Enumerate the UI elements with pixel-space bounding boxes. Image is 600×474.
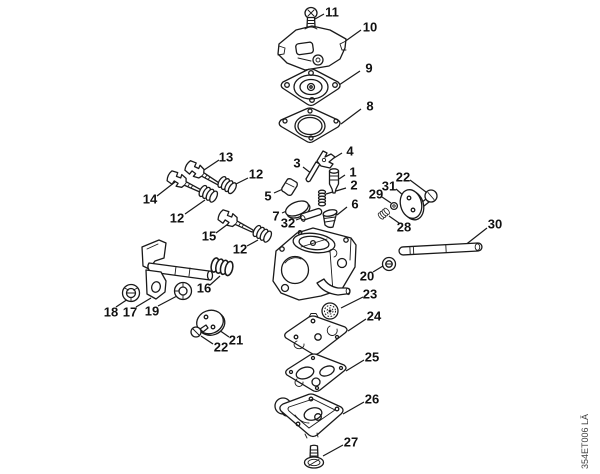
bracket-17	[145, 269, 167, 300]
leader-line-17	[135, 297, 152, 308]
part-label-29: 29	[368, 186, 384, 202]
part-label-22: 22	[213, 339, 229, 355]
pump-plate-24	[284, 313, 348, 356]
throttle-lever-assembly	[141, 239, 214, 281]
inlet-screen-23	[321, 302, 339, 320]
leader-line-9	[338, 70, 361, 86]
lever-pin-4	[316, 150, 336, 169]
part-label-5: 5	[264, 188, 272, 204]
part-label-30: 30	[487, 216, 503, 232]
part-label-18: 18	[103, 304, 119, 320]
leader-line-6	[336, 206, 348, 216]
part-label-2: 2	[350, 177, 358, 193]
ring-20	[381, 256, 397, 272]
leader-line-23	[340, 296, 364, 309]
leader-line-20	[372, 265, 384, 273]
part-label-25: 25	[364, 349, 380, 365]
part-label-12: 12	[169, 210, 185, 226]
part-label-15: 15	[201, 228, 217, 244]
piston-6	[322, 209, 338, 229]
leader-line-15	[215, 223, 229, 234]
part-label-23: 23	[362, 286, 378, 302]
leader-line-1	[338, 174, 346, 180]
part-label-27: 27	[343, 434, 359, 450]
spring-16	[208, 256, 235, 278]
part-label-16: 16	[196, 280, 212, 296]
carburetor-body	[272, 227, 357, 301]
leader-line-27	[322, 444, 344, 457]
leader-line-8	[340, 108, 362, 125]
part-label-32: 32	[280, 215, 296, 231]
part-label-10: 10	[362, 19, 378, 35]
part-label-9: 9	[365, 60, 373, 76]
part-label-26: 26	[364, 391, 380, 407]
leader-line-13	[203, 159, 220, 171]
shaft-30	[398, 242, 483, 256]
leader-line-11	[314, 13, 325, 20]
watermark-code: 354ET006 LÄ	[580, 413, 590, 469]
pump-cover-26	[274, 393, 344, 439]
leader-line-22	[409, 179, 427, 193]
pump-cover-screw-11	[304, 6, 318, 29]
throttle-plate-31	[399, 189, 425, 221]
spring-28	[376, 206, 391, 221]
plug-5	[281, 178, 298, 196]
leader-line-12	[246, 239, 259, 247]
part-label-22: 22	[395, 169, 411, 185]
leader-line-19	[157, 295, 178, 307]
part-label-21: 21	[228, 332, 244, 348]
metering-spring-2	[317, 189, 327, 207]
metering-lever-3	[305, 161, 321, 183]
part-label-13: 13	[218, 149, 234, 165]
leader-line-25	[345, 359, 365, 372]
leader-line-26	[342, 401, 365, 415]
part-label-12: 12	[232, 241, 248, 257]
leader-line-12	[235, 177, 249, 185]
screw-22-left	[190, 324, 209, 338]
part-label-14: 14	[142, 191, 158, 207]
part-label-1: 1	[349, 164, 357, 180]
part-label-7: 7	[272, 208, 280, 224]
part-label-24: 24	[366, 308, 382, 324]
part-label-28: 28	[396, 219, 412, 235]
part-label-17: 17	[122, 304, 138, 320]
part-label-6: 6	[351, 196, 359, 212]
leader-line-12	[184, 199, 206, 215]
spring-12-lower	[250, 223, 274, 244]
inlet-needle-1	[328, 168, 340, 194]
spring-12-middle	[196, 183, 220, 204]
pump-gasket-25	[285, 353, 347, 393]
leader-line-16	[209, 275, 221, 286]
part-label-31: 31	[381, 178, 397, 194]
spring-12-upper	[215, 174, 239, 196]
part-label-4: 4	[346, 143, 354, 159]
part-label-8: 8	[366, 98, 374, 114]
diaphragm-cover-10	[277, 25, 347, 71]
metering-diaphragm-9	[280, 68, 341, 107]
washer-19	[173, 281, 193, 301]
leader-line-29	[381, 196, 392, 204]
leader-line-24	[347, 318, 367, 332]
part-label-20: 20	[359, 268, 375, 284]
nut-18	[121, 283, 141, 303]
adjustment-screw-15	[215, 207, 259, 239]
part-label-11: 11	[325, 4, 339, 20]
leader-line-22	[200, 335, 214, 345]
leader-line-28	[388, 215, 400, 224]
part-label-12: 12	[248, 166, 264, 182]
part-label-19: 19	[144, 303, 160, 319]
pump-screw-27	[303, 444, 325, 469]
washer-29	[389, 201, 399, 211]
metering-gasket-8	[278, 107, 341, 144]
part-label-3: 3	[293, 155, 301, 171]
pin-32	[299, 207, 323, 222]
